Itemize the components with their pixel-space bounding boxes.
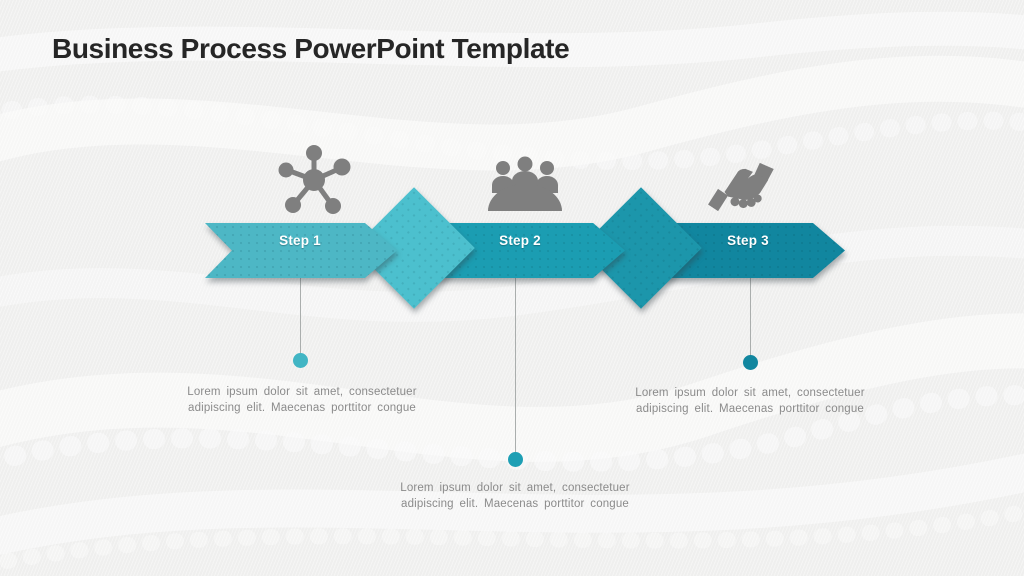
step-2-label: Step 2 (499, 233, 541, 248)
step-3-label: Step 3 (727, 233, 769, 248)
connector-line-step-2 (515, 278, 516, 453)
connector-dot-step-3 (743, 355, 758, 370)
handshake-icon (708, 162, 774, 212)
step-3-description: Lorem ipsum dolor sit amet, consectetuer… (635, 387, 865, 415)
meeting-icon (488, 156, 562, 211)
step-1-description: Lorem ipsum dolor sit amet, consectetuer… (187, 386, 417, 414)
connector-dot-step-2 (508, 452, 523, 467)
slide-title: Business Process PowerPoint Template (52, 33, 570, 64)
network-icon (278, 145, 351, 214)
process-arrow-step-1 (205, 223, 397, 278)
step-2-description: Lorem ipsum dolor sit amet, consectetuer… (400, 482, 630, 510)
step-1-label: Step 1 (279, 233, 321, 248)
connector-line-step-3 (750, 278, 751, 356)
connector-line-step-1 (300, 278, 301, 354)
connector-dot-step-1 (293, 353, 308, 368)
